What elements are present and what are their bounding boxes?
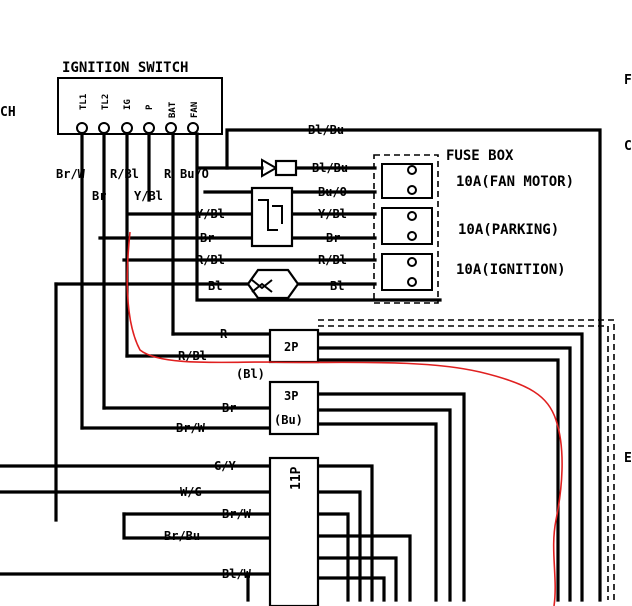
fuse-box-outline <box>373 154 439 304</box>
wire-label: Y/Bl <box>196 207 225 221</box>
wire-label: R/Bl <box>318 253 347 267</box>
connector-3p <box>268 380 320 436</box>
wire-label: Y/Bl <box>134 189 163 203</box>
connector-11p <box>268 456 320 606</box>
edge-label-left: CH <box>0 105 16 120</box>
wire-label: Y/Bl <box>318 207 347 221</box>
fuse-label-parking: 10A(PARKING) <box>458 222 559 238</box>
ignition-terminal-circles <box>76 122 199 134</box>
ignition-switch-title: IGNITION SWITCH <box>62 60 188 76</box>
terminal-circle-tl2 <box>98 122 110 134</box>
wire-label: Br/W <box>222 507 252 521</box>
wire-label: W/G <box>180 485 202 499</box>
edge-label-right-e: E <box>624 451 632 466</box>
connector-11p-label: 11P <box>289 466 304 490</box>
wire-label: Bu/O <box>318 185 347 199</box>
connector-2p <box>268 328 320 364</box>
terminal-circle-tl1 <box>76 122 88 134</box>
fuse-box-title: FUSE BOX <box>446 148 514 164</box>
terminal-circle-fan <box>187 122 199 134</box>
terminal-circle-ig <box>121 122 133 134</box>
wire-components <box>246 158 300 300</box>
ignition-switch-body <box>57 77 223 135</box>
fuse-elements <box>381 163 433 291</box>
wire-labels: Br/W R/Bl R Bu/O Br Y/Bl Bl/Bu Bl/Bu Bu/… <box>56 123 348 581</box>
wire-label: R/Bl <box>110 167 139 181</box>
edge-label-right-f: F <box>624 73 632 88</box>
wire-label: Bl/Bu <box>308 123 344 137</box>
wire-label: R <box>164 167 172 181</box>
fuse-label-ignition: 10A(IGNITION) <box>456 262 566 278</box>
wire-label: Br/W <box>176 421 206 435</box>
terminal-label-tl1: TL1 <box>79 94 89 110</box>
terminal-circle-bat <box>165 122 177 134</box>
wire-label: G/Y <box>214 459 236 473</box>
terminal-label-bat: BAT <box>168 101 178 118</box>
terminal-label-fan: FAN <box>190 102 200 118</box>
wire-label: Bl/Bu <box>312 161 348 175</box>
wire-label: Br <box>200 231 214 245</box>
fuse-label-fan-motor: 10A(FAN MOTOR) <box>456 174 574 190</box>
wire-label: Bl/W <box>222 567 252 581</box>
wire-label: R/Bl <box>196 253 225 267</box>
connector-3p-label: 3P <box>284 389 298 403</box>
ignition-terminal-labels: TL1 TL2 IG P BAT FAN <box>79 94 200 118</box>
wire-label: Br/W <box>56 167 86 181</box>
wire-label: R/Bl <box>178 349 207 363</box>
edge-label-right-c: C <box>624 139 632 154</box>
connector-2p-color: (Bl) <box>236 367 265 381</box>
terminal-label-tl2: TL2 <box>101 94 111 110</box>
wire-label: Br <box>326 231 340 245</box>
wire-label: R <box>220 327 228 341</box>
connector-2p-label: 2P <box>284 340 298 354</box>
terminal-label-ig: IG <box>123 99 133 110</box>
wire-label: Br/Bu <box>164 529 200 543</box>
wire-label: Bu/O <box>180 167 209 181</box>
wire-label: Br <box>92 189 106 203</box>
wire-label: Bl <box>330 279 344 293</box>
terminal-circle-p <box>143 122 155 134</box>
terminal-label-p: P <box>145 104 155 110</box>
wires <box>0 128 615 602</box>
wire-label: Br <box>222 401 236 415</box>
red-trace-line <box>126 231 563 606</box>
connector-3p-color: (Bu) <box>274 413 303 427</box>
wire-label: Bl <box>208 279 222 293</box>
